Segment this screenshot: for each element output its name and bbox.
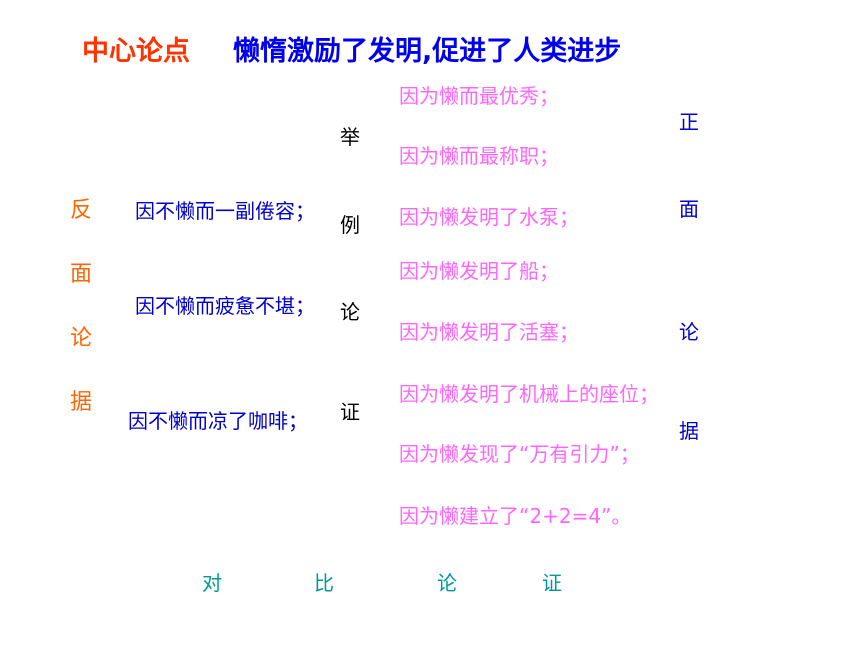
- negative-side-char: 反: [70, 198, 93, 223]
- positive-side-char: 正: [679, 110, 699, 134]
- middle-label-char: 举: [340, 125, 360, 149]
- bottom-label-char: 证: [542, 571, 562, 595]
- positive-item: 因为懒而最优秀；: [399, 84, 559, 108]
- positive-side-char: 论: [679, 320, 699, 344]
- negative-side-char: 论: [70, 326, 93, 351]
- negative-item: 因不懒而疲惫不堪；: [135, 294, 315, 318]
- middle-label-char: 论: [340, 300, 360, 324]
- positive-item: 因为懒建立了“2+2=4”。: [399, 504, 632, 528]
- bottom-label-char: 对: [202, 571, 222, 595]
- negative-item: 因不懒而一副倦容；: [135, 199, 315, 223]
- bottom-label-char: 论: [437, 571, 457, 595]
- positive-item: 因为懒发明了船；: [399, 259, 559, 283]
- negative-item: 因不懒而凉了咖啡；: [128, 409, 308, 433]
- positive-side-char: 据: [679, 419, 699, 443]
- positive-item: 因为懒发明了水泵；: [399, 205, 579, 229]
- positive-item: 因为懒发明了机械上的座位；: [399, 382, 659, 406]
- negative-side-char: 面: [70, 262, 93, 287]
- positive-item: 因为懒发明了活塞；: [399, 320, 579, 344]
- middle-label-char: 例: [340, 213, 360, 237]
- middle-label-char: 证: [340, 400, 360, 424]
- positive-side-char: 面: [679, 197, 699, 221]
- central-argument-text: 懒惰激励了发明,促进了人类进步: [233, 36, 622, 67]
- bottom-label-char: 比: [314, 571, 334, 595]
- central-argument-label: 中心论点: [82, 36, 190, 67]
- positive-item: 因为懒而最称职；: [399, 144, 559, 168]
- negative-side-char: 据: [70, 390, 93, 415]
- positive-item: 因为懒发现了“万有引力”；: [399, 442, 640, 466]
